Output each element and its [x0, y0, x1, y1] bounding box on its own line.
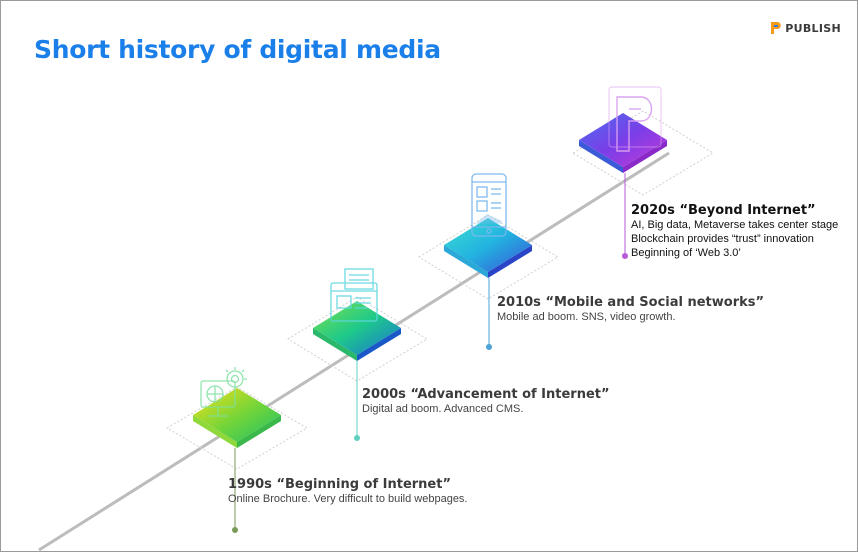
era-description: Blockchain provides “trust” innovation — [631, 233, 814, 245]
platform-2010s — [418, 173, 559, 350]
era-description: AI, Big data, Metaverse takes center sta… — [631, 219, 839, 231]
web-page-icon — [330, 268, 378, 322]
platform-2000s — [287, 268, 428, 441]
brand-logo: PUBLISH — [770, 21, 841, 35]
era-description: Beginning of ‘Web 3.0’ — [631, 247, 741, 259]
publish-logo-icon — [608, 86, 662, 152]
era-2000s: 2000s “Advancement of Internet” Digital … — [362, 387, 610, 416]
slide-title: Short history of digital media — [34, 35, 441, 64]
era-description: Online Brochure. Very difficult to build… — [228, 493, 468, 505]
era-description: Mobile ad boom. SNS, video growth. — [497, 311, 676, 323]
brand-name: PUBLISH — [785, 21, 841, 35]
era-heading: 2010s “Mobile and Social networks” — [497, 295, 765, 310]
era-1990s: 1990s “Beginning of Internet” Online Bro… — [228, 477, 468, 506]
era-description: Digital ad boom. Advanced CMS. — [362, 403, 524, 415]
era-heading: 2000s “Advancement of Internet” — [362, 387, 610, 402]
era-2020s: 2020s “Beyond Internet” AI, Big data, Me… — [631, 203, 838, 260]
era-heading: 2020s “Beyond Internet” — [631, 203, 816, 218]
smartphone-icon — [471, 173, 507, 237]
publish-logo-icon — [771, 22, 782, 34]
era-heading: 1990s “Beginning of Internet” — [228, 477, 452, 492]
platform-1990s — [166, 367, 308, 533]
computer-gear-icon — [200, 367, 247, 417]
platform-2020s — [572, 86, 714, 259]
era-2010s: 2010s “Mobile and Social networks” Mobil… — [497, 295, 764, 324]
